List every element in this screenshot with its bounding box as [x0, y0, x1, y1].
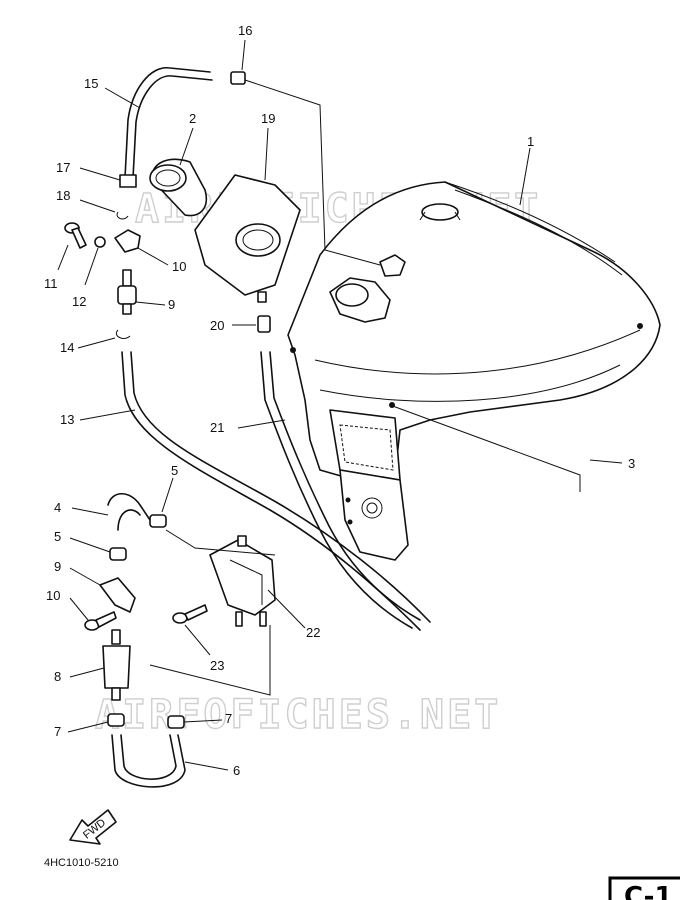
label-24: 22: [306, 625, 320, 640]
label-19: 17: [56, 160, 70, 175]
label-8: 8: [54, 669, 61, 684]
clip-5-lower: [109, 547, 127, 561]
label-7-right: 7: [225, 711, 232, 726]
fuel-filter-8: [102, 629, 131, 701]
bolt-13: [64, 222, 87, 249]
label-20: 18: [56, 188, 70, 203]
label-22: 20: [210, 318, 224, 333]
label-23: 21: [210, 420, 224, 435]
label-1: 1: [527, 134, 534, 149]
hose-4: [107, 492, 151, 521]
label-14: 12: [72, 294, 86, 309]
label-21: 19: [261, 111, 275, 126]
bracket-12: [114, 229, 141, 253]
label-12: 10: [172, 259, 186, 274]
bolt-10: [84, 611, 117, 631]
clip-20: [116, 211, 129, 220]
hose-clip-18: [230, 71, 246, 85]
label-9: 9: [54, 559, 61, 574]
filler-cover: [194, 174, 301, 303]
leader-lines: [57, 39, 623, 771]
fuel-tank: [287, 181, 661, 561]
clip-7-right: [167, 715, 185, 729]
clip-16: [116, 329, 131, 339]
fwd-arrow-icon: FWD: [69, 809, 117, 845]
breather-hose-17: [124, 67, 211, 179]
catalog-code: 4HC1010-5210: [44, 857, 119, 869]
label-7-left: 7: [54, 724, 61, 739]
label-25: 23: [210, 658, 224, 673]
label-16: 14: [60, 340, 74, 355]
label-17: 15: [84, 76, 98, 91]
label-10: 10: [46, 588, 60, 603]
clip-7-left: [107, 713, 125, 727]
filler-neck-boot: [149, 158, 207, 217]
label-5-upper: 5: [171, 463, 178, 478]
label-11: 9: [168, 297, 175, 312]
label-5-lower: 5: [54, 529, 61, 544]
hose-6: [111, 734, 186, 788]
label-13: 11: [44, 276, 58, 291]
bracket-9: [99, 577, 136, 613]
bolt-25: [172, 604, 208, 624]
check-valve-11: [117, 269, 137, 315]
hose-23: [260, 351, 413, 629]
label-6: 6: [233, 763, 240, 778]
label-18: 16: [238, 23, 252, 38]
clip-5-upper: [149, 514, 167, 528]
hose-joint-19: [119, 174, 137, 188]
label-3: 3: [628, 456, 635, 471]
label-4: 4: [54, 500, 61, 515]
page-box: C-1: [608, 876, 680, 900]
page-box-label: C-1: [624, 882, 673, 900]
label-2: 2: [189, 111, 196, 126]
label-15: 13: [60, 412, 74, 427]
washer-14: [94, 236, 106, 248]
part-labels: 16 15 2 19 1 17 18 11 12 10 9 14 20 13 2…: [44, 23, 635, 778]
fuel-pump-24: [209, 535, 276, 627]
watermark-bottom: AIRFOFICHES.NET: [95, 692, 501, 738]
fitting-22: [257, 315, 271, 333]
